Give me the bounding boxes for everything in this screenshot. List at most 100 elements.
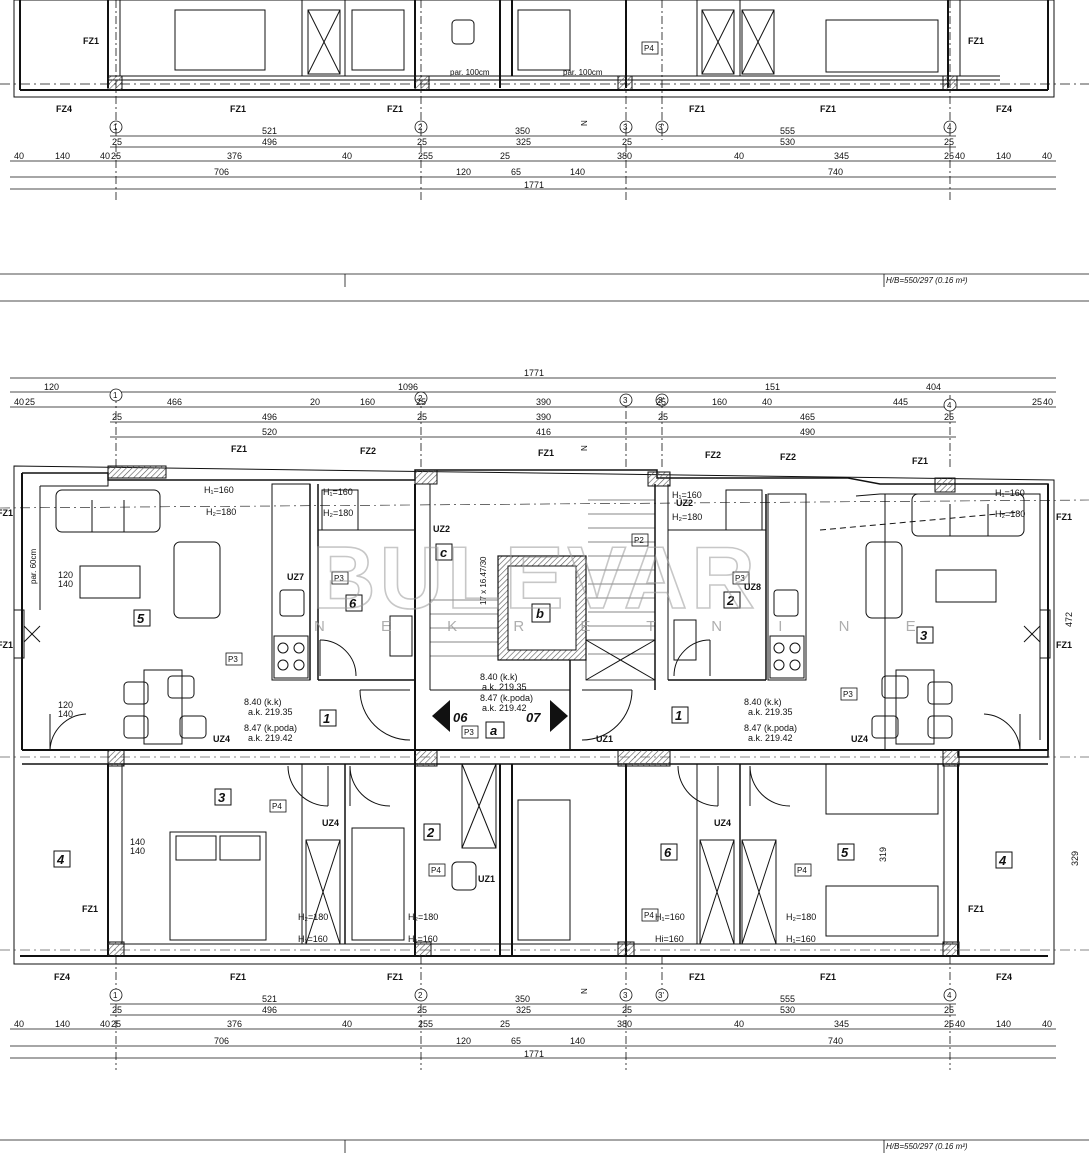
room-number: 6 [349, 596, 357, 611]
bottom-plan-top-dim-text: 1771 120 1096 151 404 1 2 3 3' 4 40 25 4… [14, 368, 1053, 437]
dim: 345 [834, 1019, 849, 1029]
dim: 140 [55, 1019, 70, 1029]
axis-label: 4 [947, 123, 952, 132]
dim: 466 [167, 397, 182, 407]
top-plan [0, 0, 1089, 98]
zone-label: FZ1 [0, 508, 13, 518]
dim: 25 [658, 412, 668, 422]
dim: 25 [944, 1005, 954, 1015]
zone-label: FZ1 [1056, 640, 1072, 650]
level-note: 8.40 (k.k) [480, 672, 518, 682]
height-note: H₂=180 [408, 912, 438, 922]
axis-label: 2 [418, 123, 423, 132]
dim: 25 [944, 151, 954, 161]
height-note: H₂=180 [323, 508, 353, 518]
window-size: 140 [130, 846, 145, 856]
dim: 345 [834, 151, 849, 161]
dim: 25 [112, 137, 122, 147]
dim: 25 [417, 412, 427, 422]
tag: UZ1 [478, 874, 495, 884]
tag: c [440, 545, 448, 560]
dim: 140 [570, 167, 585, 177]
level-note: a.k. 219.35 [482, 682, 527, 692]
window-size: 140 [130, 837, 145, 847]
height-note: H₁=160 [298, 934, 328, 944]
axis-label: 1 [113, 123, 118, 132]
dim: 404 [926, 382, 941, 392]
dim: 40 [955, 151, 965, 161]
dim: 25 [944, 1019, 954, 1029]
tag: P3 [464, 728, 474, 737]
dim: 380 [617, 1019, 632, 1029]
dim: 255 [418, 151, 433, 161]
room-number: 3 [920, 628, 928, 643]
height-note: H₂=180 [206, 507, 236, 517]
dim: 40 [100, 1019, 110, 1029]
side-dim: 329 [1070, 851, 1080, 866]
dim: 120 [456, 1036, 471, 1046]
room-number: 1 [323, 711, 330, 726]
zone-label: FZ2 [780, 452, 796, 462]
stair-spec: 17 x 16.47/30 [479, 556, 488, 605]
north-mark: N [580, 988, 589, 994]
dim: 25 [112, 1005, 122, 1015]
dim: 160 [712, 397, 727, 407]
dim: 255 [418, 1019, 433, 1029]
tag: P4 [797, 866, 807, 875]
dim: 25 [622, 1005, 632, 1015]
top-plan-labels: FZ1 FZ4 FZ1 FZ1 FZ1 FZ1 FZ1 FZ4 P4 par. … [56, 36, 1012, 114]
dim: 140 [570, 1036, 585, 1046]
dim: 151 [765, 382, 780, 392]
tag: P4 [272, 802, 282, 811]
dim: 496 [262, 137, 277, 147]
tag: P3 [843, 690, 853, 699]
room-number: 5 [841, 845, 849, 860]
dim: 521 [262, 994, 277, 1004]
axis-label: 4 [947, 401, 952, 410]
zone-label: FZ1 [820, 972, 836, 982]
tag: P2 [634, 536, 644, 545]
side-dim: 472 [1064, 612, 1074, 627]
level-note: 8.47 (k.poda) [744, 723, 797, 733]
axis-label: 1 [113, 991, 118, 1000]
dim: 325 [516, 137, 531, 147]
dim: 520 [262, 427, 277, 437]
dim: 555 [780, 126, 795, 136]
zone-label: FZ1 [1056, 512, 1072, 522]
room-number: 2 [726, 593, 735, 608]
zone-label: FZ4 [56, 104, 72, 114]
tag: b [536, 606, 544, 621]
zone-label: FZ4 [996, 104, 1012, 114]
zone-label: FZ1 [230, 972, 246, 982]
dim: 25 [500, 1019, 510, 1029]
dim: 376 [227, 1019, 242, 1029]
dim: 65 [511, 1036, 521, 1046]
zone-label: FZ4 [996, 972, 1012, 982]
zone-label: FZ4 [54, 972, 70, 982]
level-note: 8.47 (k.poda) [480, 693, 533, 703]
level-note: a.k. 219.35 [748, 707, 793, 717]
zone-label: FZ1 [968, 36, 984, 46]
dim: 65 [511, 167, 521, 177]
height-note: H₂=180 [995, 509, 1025, 519]
dim: 25 [656, 397, 666, 407]
watermark-brand: BULEVAR [312, 528, 759, 627]
zone-label: FZ1 [968, 904, 984, 914]
zone-label: FZ1 [0, 640, 13, 650]
zone-label: FZ1 [689, 104, 705, 114]
dim: 40 [734, 1019, 744, 1029]
axis-label: 4 [947, 991, 952, 1000]
zone-label: FZ1 [912, 456, 928, 466]
window-size: 120 [58, 570, 73, 580]
title-block-bottom [0, 1139, 1089, 1153]
dim: 1096 [398, 382, 418, 392]
height-note: H₂=180 [672, 512, 702, 522]
side-dim: 319 [878, 847, 888, 862]
height-note: H₂=180 [298, 912, 328, 922]
arrow-right-icon [550, 700, 568, 732]
axis-label: 2 [418, 991, 423, 1000]
dim: 555 [780, 994, 795, 1004]
tag: UZ4 [714, 818, 731, 828]
tag: UZ1 [596, 734, 613, 744]
